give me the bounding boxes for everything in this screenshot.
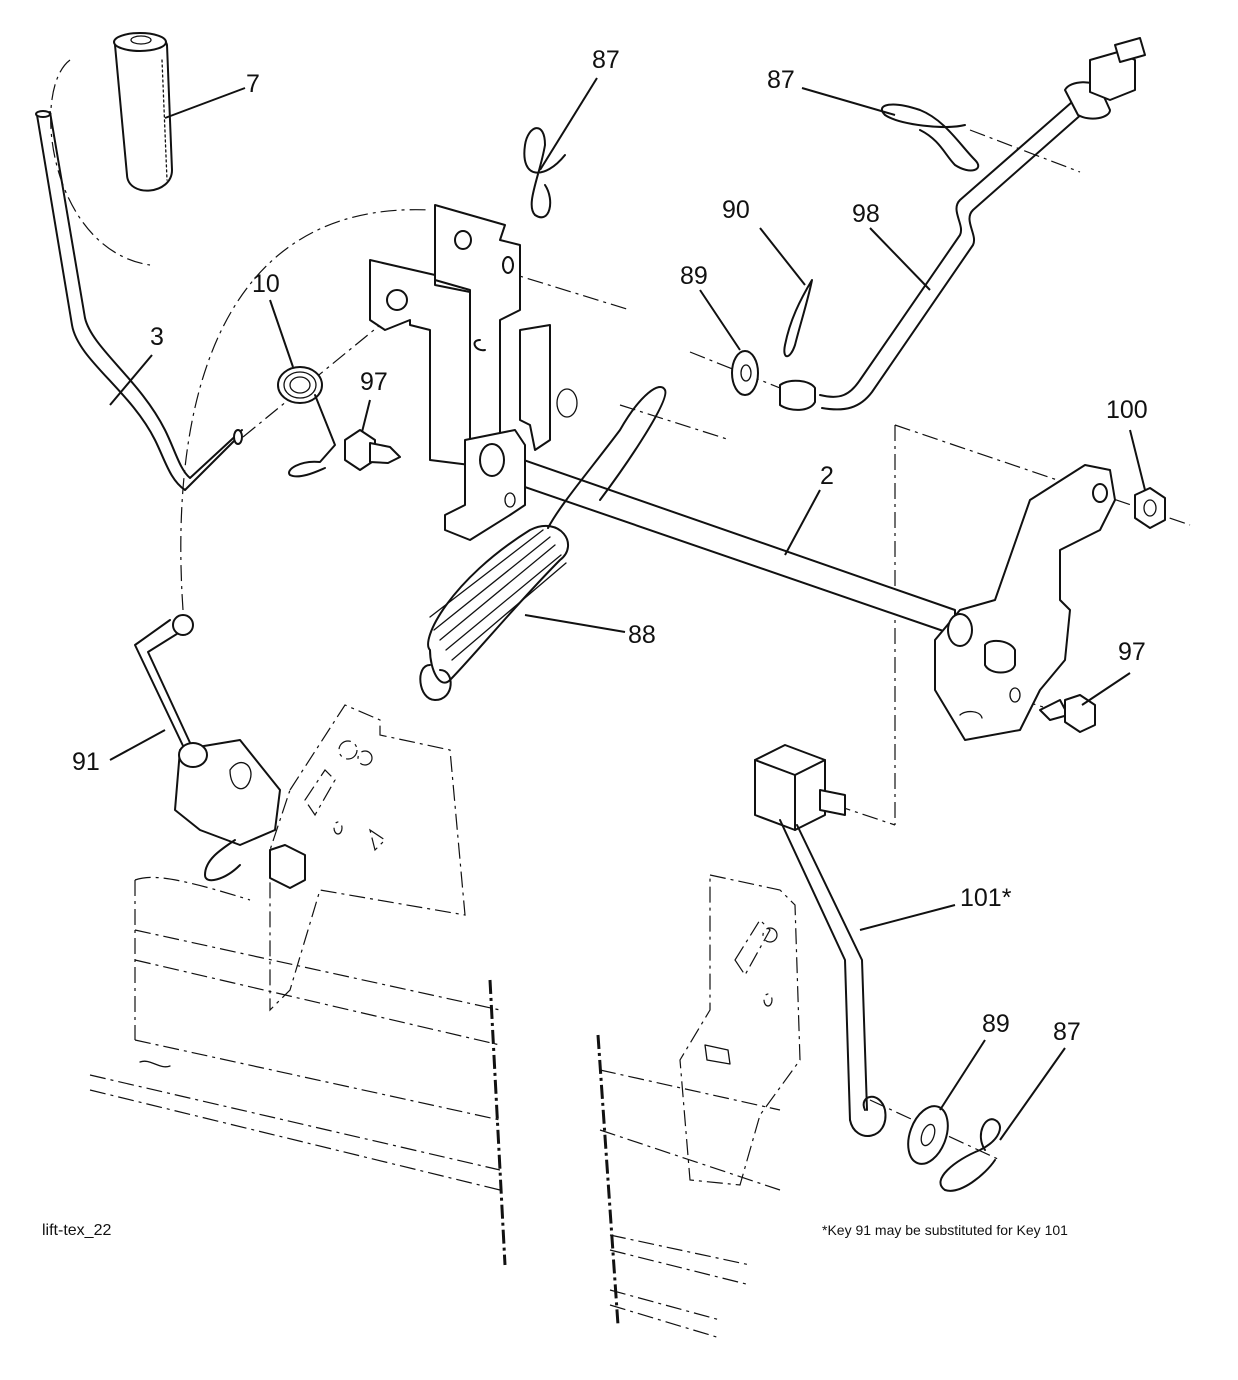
clip-axis-line	[969, 129, 1081, 173]
mounting-bracket	[369, 204, 521, 471]
callout-90: 90	[722, 196, 750, 224]
callout-98: 98	[852, 200, 880, 228]
callout-7: 7	[246, 70, 260, 98]
clevis-pin-90	[783, 279, 813, 358]
link-centerline	[180, 209, 431, 611]
handle-grip-7	[113, 32, 173, 192]
footnote: *Key 91 may be substituted for Key 101	[822, 1222, 1068, 1238]
hairpin-clip-87-right	[881, 103, 980, 172]
torsion-spring-10	[277, 366, 336, 478]
leader-87-right	[801, 87, 896, 116]
shoulder-bolt-97-right	[1039, 694, 1096, 733]
callout-89-lower: 89	[982, 1010, 1010, 1038]
callout-87-right: 87	[767, 66, 795, 94]
extension-spring-88	[419, 385, 667, 701]
callout-10: 10	[252, 270, 280, 298]
callout-97-left: 97	[360, 368, 388, 396]
lift-handle-3	[35, 110, 243, 491]
washer-axis-line	[689, 351, 791, 393]
lift-link-101	[754, 744, 887, 1137]
leader-89-lower	[939, 1039, 986, 1111]
callout-87-lower: 87	[1053, 1018, 1081, 1046]
callout-97-right: 97	[1118, 638, 1146, 666]
mower-deck-phantom-right	[596, 1034, 781, 1339]
mower-deck-phantom-left	[89, 876, 507, 1266]
hairpin-clip-87-top	[523, 127, 566, 219]
leader-7	[164, 87, 246, 119]
callout-101: 101*	[960, 884, 1012, 912]
callout-2: 2	[820, 462, 834, 490]
nut-100	[1134, 487, 1166, 529]
washer-89-lower	[907, 1105, 949, 1165]
bracket-axis-line	[499, 269, 631, 311]
callout-labels: 7 87 87 3 10 97 90 89 98 100 2 88 97 91 …	[72, 46, 1148, 1046]
grip-centerline	[50, 59, 151, 266]
right-deck-hanger-phantom	[679, 874, 801, 1186]
callout-87-top: 87	[592, 46, 620, 74]
callout-3: 3	[150, 323, 164, 351]
lift-link-91	[134, 614, 306, 889]
leader-98	[869, 227, 931, 291]
rod-axis-line	[619, 404, 731, 441]
callout-89-upper: 89	[680, 262, 708, 290]
leader-90	[759, 227, 806, 286]
lift-shaft-2	[444, 324, 1116, 741]
leader-97-left	[361, 399, 371, 433]
leader-88	[524, 614, 626, 633]
callout-88: 88	[628, 621, 656, 649]
hairpin-clip-87-lower	[939, 1118, 1001, 1192]
callout-100: 100	[1106, 396, 1148, 424]
leader-87-lower	[999, 1047, 1066, 1141]
shoulder-bolt-97-left	[344, 429, 401, 471]
leader-2	[784, 489, 821, 556]
diagram-id-label: lift-tex_22	[42, 1222, 111, 1239]
leader-87-top	[539, 77, 598, 171]
leader-3	[109, 354, 153, 406]
left-deck-hanger-phantom	[269, 704, 466, 1012]
leader-lines	[109, 77, 1146, 1141]
leader-101	[859, 904, 956, 931]
leader-97-right	[1081, 672, 1131, 706]
leader-10	[269, 299, 294, 368]
nut-axis-line	[894, 424, 1191, 526]
washer-89-upper	[731, 350, 759, 396]
leader-100	[1129, 429, 1146, 491]
leader-89-upper	[699, 289, 741, 351]
adjustment-rod-98	[779, 37, 1146, 411]
callout-91: 91	[72, 748, 100, 776]
center-lines	[50, 59, 1191, 1161]
leader-91	[109, 729, 166, 761]
